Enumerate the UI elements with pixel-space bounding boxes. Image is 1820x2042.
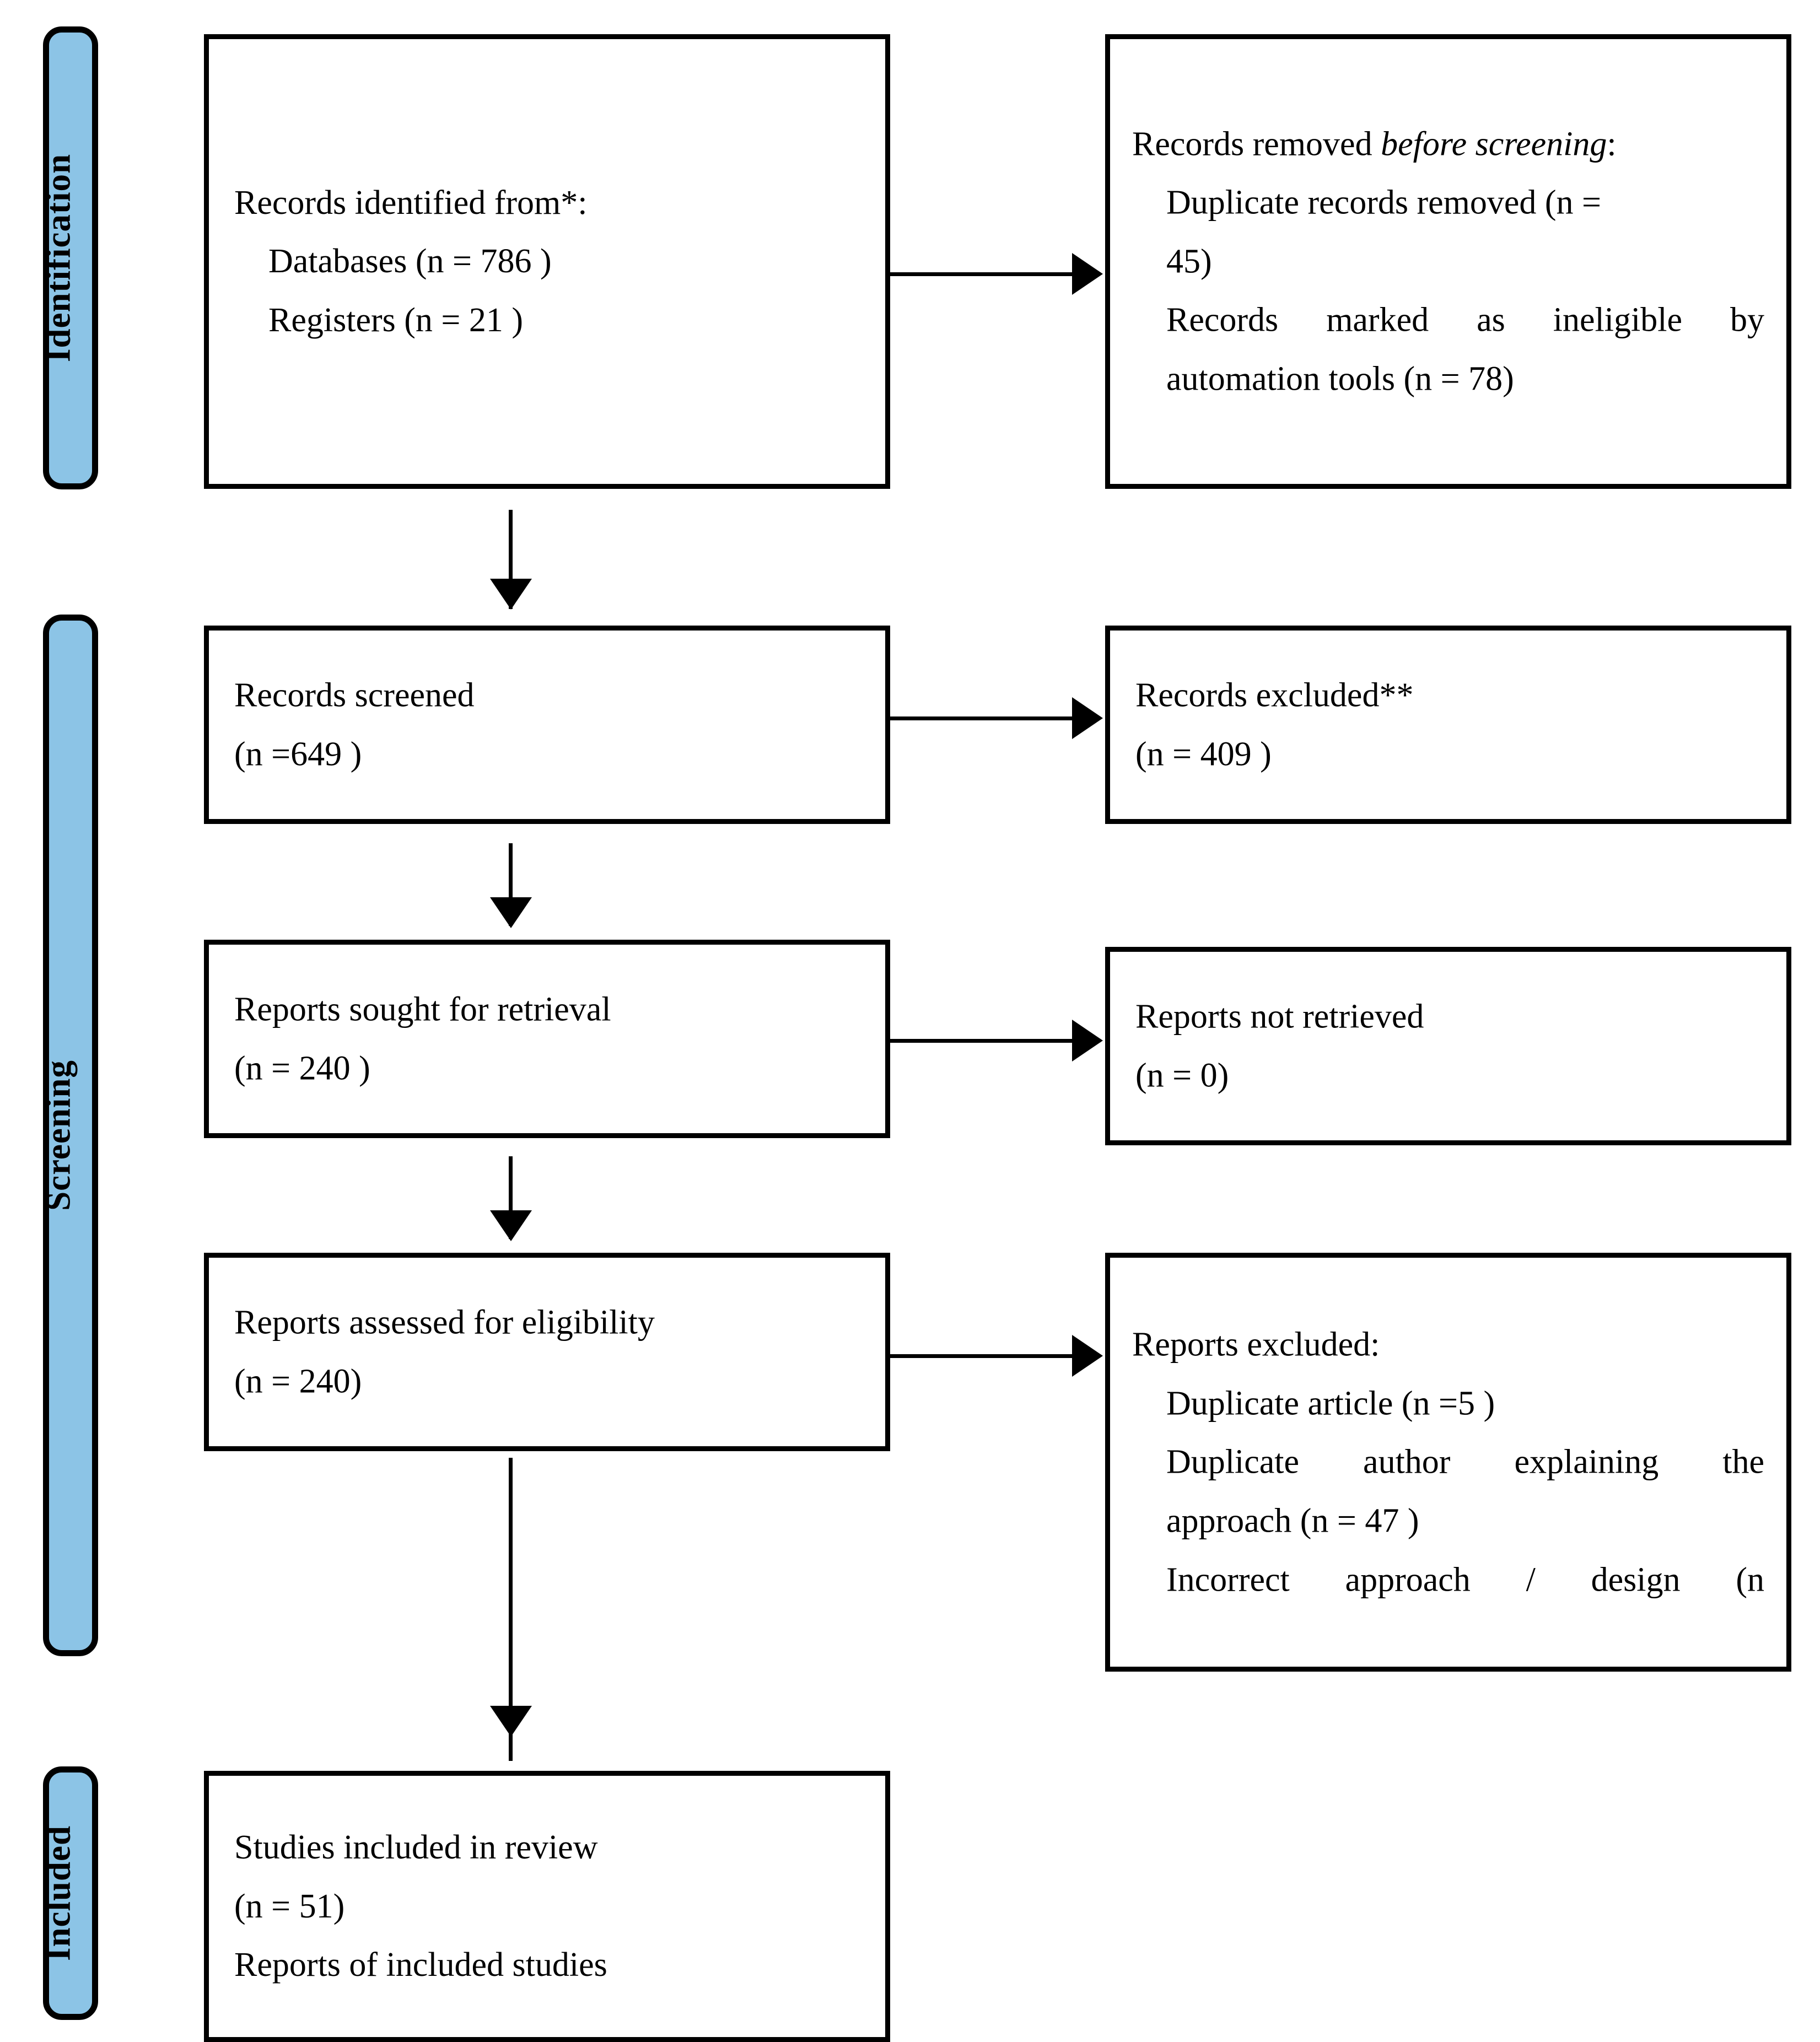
arrowhead-sought-to-assessed: [490, 1210, 532, 1241]
records-screened-line-1: Records screened: [234, 676, 475, 714]
reports-excluded-line-2: Duplicate article (n =5 ): [1166, 1384, 1495, 1423]
connector-screened-to-sought: [509, 843, 513, 926]
records-identified-line-3: Registers (n = 21 ): [268, 301, 524, 339]
arrowhead-identified-to-screened: [490, 579, 532, 610]
stage-label-included: Included: [43, 1825, 78, 1962]
arrowhead-sought-to-not-retrieved: [1072, 1020, 1103, 1062]
box-records-removed: Records removed before screening: Duplic…: [1105, 34, 1791, 489]
reports-assessed-line-2: (n = 240): [234, 1362, 362, 1400]
reports-not-retrieved-line-1: Reports not retrieved: [1135, 998, 1424, 1036]
records-removed-line-1-suffix: :: [1607, 125, 1617, 163]
arrowhead-assessed-to-included: [490, 1706, 532, 1737]
reports-excluded-line-4: approach (n = 47 ): [1166, 1502, 1419, 1540]
reports-not-retrieved-line-2: (n = 0): [1135, 1057, 1229, 1094]
box-reports-not-retrieved: Reports not retrieved (n = 0): [1105, 947, 1791, 1145]
records-removed-line-3: 45): [1166, 243, 1212, 281]
stage-label-identification: Identification: [43, 153, 78, 363]
records-removed-line-2: Duplicate records removed (n =: [1166, 184, 1601, 222]
records-removed-line-1-prefix: Records removed: [1132, 125, 1381, 163]
connector-sought-to-assessed: [509, 1156, 513, 1239]
connector-identified-to-removed: [890, 272, 1072, 276]
reports-excluded-line-3: Duplicate author explaining the: [1166, 1443, 1764, 1481]
box-records-excluded: Records excluded** (n = 409 ): [1105, 626, 1791, 824]
reports-sought-line-1: Reports sought for retrieval: [234, 990, 611, 1028]
box-reports-excluded: Reports excluded: Duplicate article (n =…: [1105, 1253, 1791, 1672]
arrowhead-screened-to-excluded: [1072, 697, 1103, 739]
stage-label-screening: Screening: [43, 1060, 78, 1211]
arrowhead-screened-to-sought: [490, 897, 532, 928]
box-studies-included: Studies included in review (n = 51) Repo…: [204, 1771, 890, 2042]
records-excluded-line-2: (n = 409 ): [1135, 735, 1272, 773]
records-identified-line-2: Databases (n = 786 ): [268, 243, 552, 281]
records-excluded-line-1: Records excluded**: [1135, 676, 1414, 714]
reports-sought-line-2: (n = 240 ): [234, 1049, 370, 1087]
arrowhead-identified-to-removed: [1072, 253, 1103, 295]
connector-identified-to-screened: [509, 510, 513, 609]
stage-pill-identification: Identification: [43, 26, 98, 489]
records-identified-line-1: Records identified from*:: [234, 184, 588, 222]
records-removed-line-1-emphasis: before screening: [1381, 125, 1607, 163]
arrowhead-assessed-to-excluded: [1072, 1335, 1103, 1377]
records-removed-line-4: Records marked as ineligible by: [1166, 301, 1764, 339]
connector-screened-to-excluded: [890, 716, 1072, 720]
box-reports-assessed: Reports assessed for eligibility (n = 24…: [204, 1253, 890, 1451]
stage-pill-screening: Screening: [43, 615, 98, 1656]
reports-assessed-line-1: Reports assessed for eligibility: [234, 1303, 655, 1341]
box-records-identified: Records identified from*: Databases (n =…: [204, 34, 890, 489]
connector-assessed-to-included: [509, 1458, 513, 1761]
studies-included-line-3: Reports of included studies: [234, 1946, 607, 1984]
reports-excluded-line-5: Incorrect approach / design (n: [1166, 1560, 1764, 1598]
studies-included-line-1: Studies included in review: [234, 1829, 598, 1867]
box-reports-sought: Reports sought for retrieval (n = 240 ): [204, 940, 890, 1138]
records-removed-line-5: automation tools (n = 78): [1166, 360, 1514, 398]
records-screened-line-2: (n =649 ): [234, 735, 362, 773]
box-records-screened: Records screened (n =649 ): [204, 626, 890, 824]
connector-sought-to-not-retrieved: [890, 1039, 1072, 1043]
stage-pill-included: Included: [43, 1766, 98, 2020]
connector-assessed-to-excluded: [890, 1354, 1072, 1358]
reports-excluded-line-1: Reports excluded:: [1132, 1326, 1380, 1364]
studies-included-line-2: (n = 51): [234, 1887, 345, 1925]
records-removed-line-1: Records removed before screening:: [1132, 115, 1764, 174]
